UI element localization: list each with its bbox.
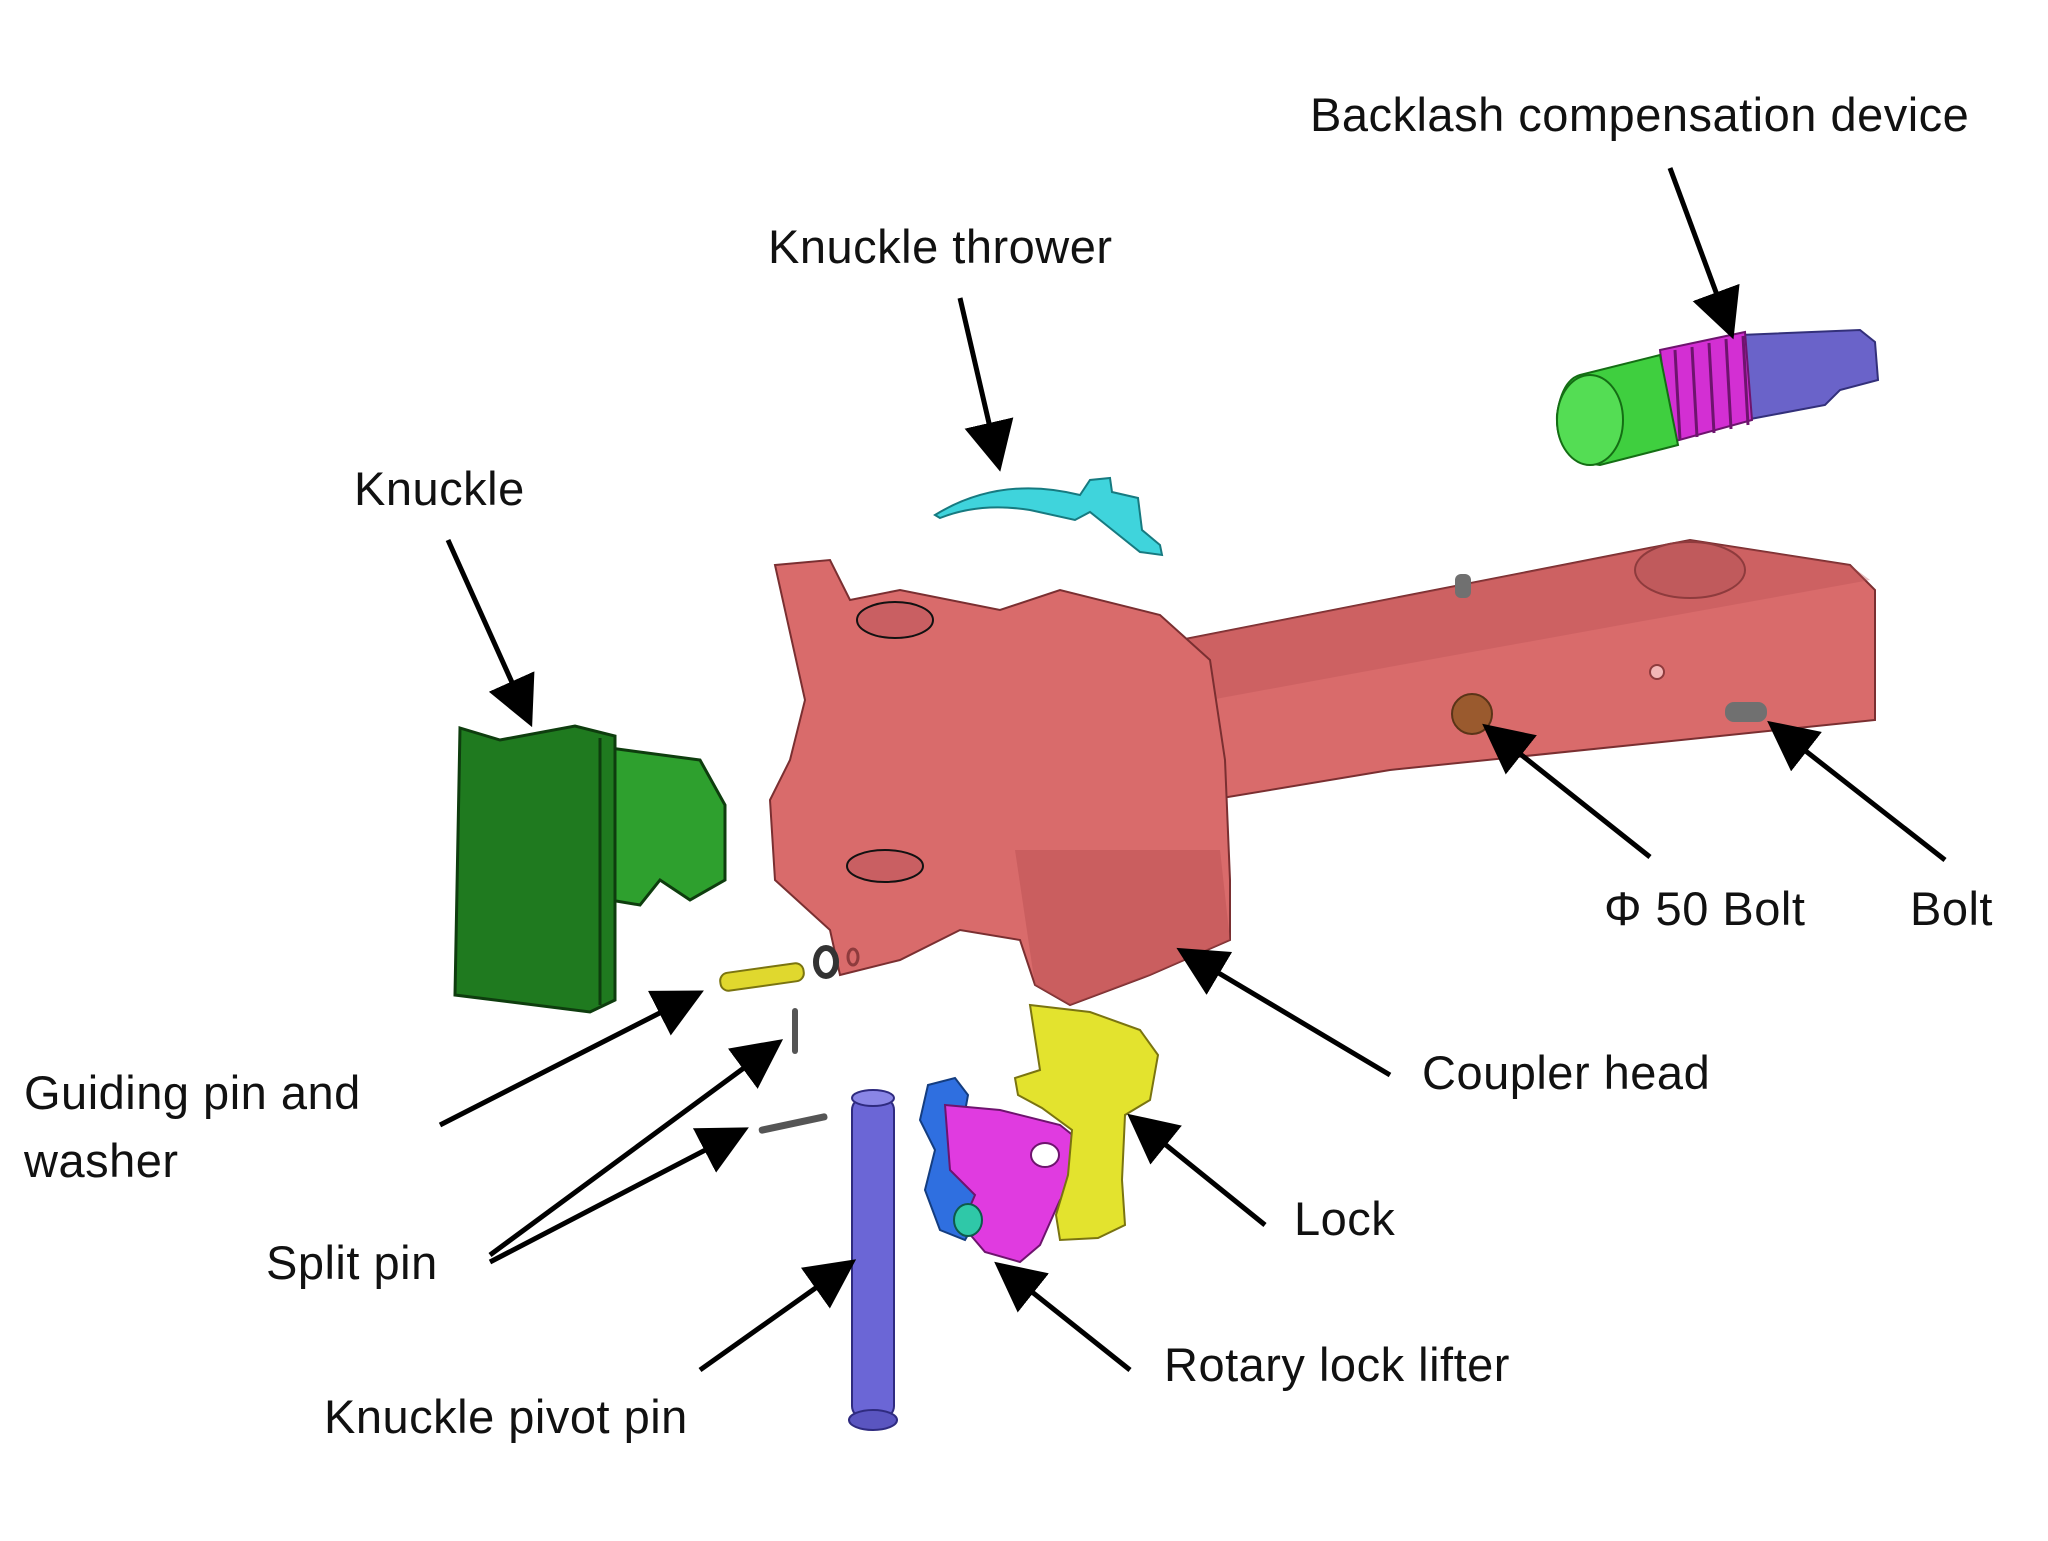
split-pin-vertical (792, 1008, 798, 1054)
label-bolt: Bolt (1910, 882, 1993, 935)
rotary-lock-lifter-part (918, 1076, 1087, 1264)
label-guiding-pin-line2: washer (24, 1134, 179, 1187)
split-pin-horizontal (758, 1113, 828, 1134)
pivot-pin-bottom (848, 1409, 898, 1431)
label-knuckle-thrower: Knuckle thrower (768, 220, 1113, 273)
knuckle-thrower-part (933, 476, 1164, 557)
coupler-head-part (768, 538, 1876, 1007)
label-coupler-head: Coupler head (1422, 1046, 1711, 1099)
guiding-pin (719, 962, 805, 992)
washer-small (846, 947, 860, 967)
arrow-knuckle-thrower (957, 297, 1014, 472)
arrow-coupler-head (1176, 947, 1392, 1078)
guiding-pin-part (719, 945, 860, 992)
label-rotary-lock-lifter: Rotary lock lifter (1164, 1338, 1510, 1391)
knuckle-pivot-pin-part (848, 1089, 898, 1431)
label-split-pin: Split pin (266, 1236, 438, 1289)
backlash-green-face (1556, 374, 1624, 466)
label-knuckle-pivot-pin: Knuckle pivot pin (324, 1390, 688, 1443)
knuckle-part (453, 724, 727, 1014)
pivot-pin-top (851, 1089, 895, 1107)
backlash-device-part (1555, 328, 1880, 467)
arrow-bolt (1767, 720, 1947, 862)
lower-pivot-boss (846, 849, 924, 883)
label-guiding-pin-line1: Guiding pin and (24, 1066, 361, 1119)
coupler-head-shank (1178, 538, 1876, 802)
upper-pivot-boss (856, 601, 934, 639)
knuckle-body (453, 724, 617, 1014)
backlash-blue-end (1738, 328, 1880, 422)
rotary-hole (953, 1203, 983, 1237)
label-lock: Lock (1294, 1192, 1396, 1245)
arrow-rotary-lock-lifter (994, 1261, 1132, 1372)
top-bolt (1455, 574, 1471, 598)
label-backlash: Backlash compensation device (1310, 88, 1970, 141)
arrow-bolt50 (1482, 723, 1652, 859)
washer (813, 945, 839, 979)
knuckle-jaw (608, 746, 727, 907)
arrow-backlash (1667, 167, 1740, 340)
arrow-knuckle-pivot-pin (698, 1259, 857, 1373)
lock-part (1013, 1003, 1160, 1242)
arrow-split-pin-2 (488, 1127, 749, 1265)
backlash-spring-coils (1673, 335, 1750, 441)
coupler-head-shadow (1015, 850, 1230, 1005)
shank-end-hole (1634, 541, 1746, 599)
coupler-head-body (768, 558, 1231, 1007)
arrows (438, 167, 1947, 1373)
pivot-pin-shaft (851, 1097, 895, 1419)
side-bolt (1725, 702, 1767, 722)
small-hole (1649, 664, 1665, 680)
arrow-split-pin-1 (488, 1039, 784, 1258)
rotary-hole-2 (1030, 1142, 1060, 1168)
label-knuckle: Knuckle (354, 462, 525, 515)
arrow-knuckle (445, 538, 535, 728)
label-bolt50: Φ 50 Bolt (1604, 882, 1806, 935)
arrow-lock (1127, 1113, 1267, 1227)
bolt50-hole (1451, 693, 1493, 735)
arrow-guiding-pin (438, 990, 704, 1128)
